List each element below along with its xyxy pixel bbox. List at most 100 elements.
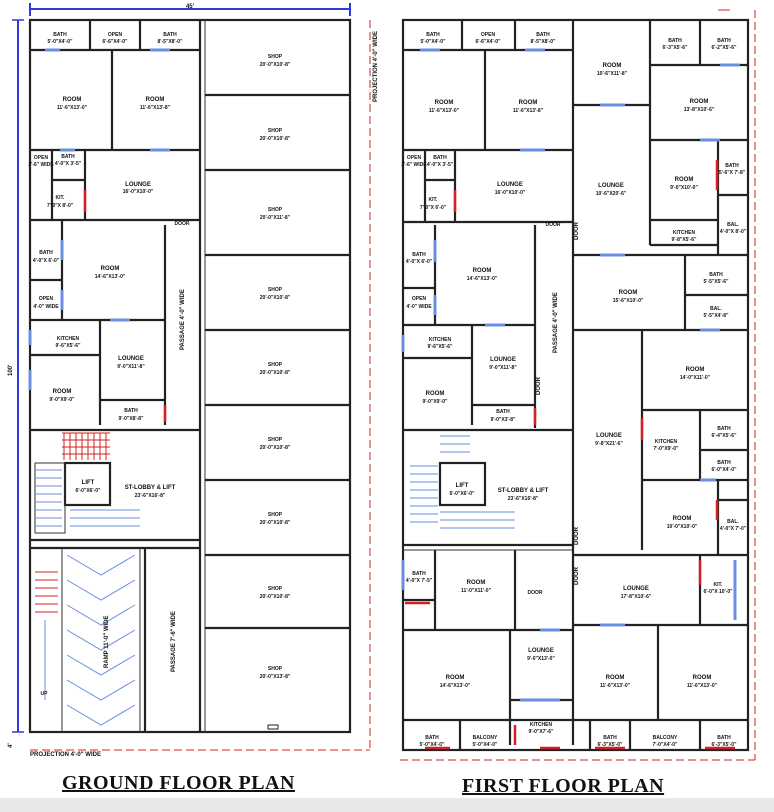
ff-lounge-6-name: LOUNGE: [528, 648, 554, 654]
ff-bath-6-name: BATH: [725, 163, 739, 169]
ff-lobby-name: ST-LOBBY & LIFT: [498, 488, 549, 494]
gf-room-2-name: ROOM: [146, 97, 165, 103]
ff-room-1-size: 11'-6"X13'-0": [429, 108, 460, 114]
ff-bath-1-size: 5'-0"X4'-0": [421, 39, 447, 45]
gf-shop-8-size: 20'-0"X10'-8": [260, 594, 291, 600]
ff-bath-15-size: 6'-3"X5'-0": [712, 742, 738, 748]
ff-bath-12-name: BATH: [412, 571, 426, 577]
ff-bal-2-size: 5'-5"X4'-8": [704, 313, 730, 319]
gf-shop-6-size: 20'-0"X10'-8": [260, 445, 291, 451]
gf-shop-4-size: 20'-0"X10'-8": [260, 295, 291, 301]
ff-balcony-2-size: 7'-0"X4'-0": [653, 742, 679, 748]
gf-ramp: RAMP 11'-0" WIDE: [104, 615, 110, 668]
gf-bath-2-size: 8'-5"X8'-0": [158, 39, 184, 45]
gf-open-1-name: OPEN: [108, 32, 123, 38]
ff-open-3-size: 4'-0" WIDE: [406, 304, 432, 310]
ff-room-2-size: 11'-6"X13'-8": [513, 108, 544, 114]
gf-room-3-name: ROOM: [101, 266, 120, 272]
gf-room-4-size: 9'-0"X9'-0": [50, 397, 76, 403]
gf-shop-3-name: SHOP: [268, 207, 283, 213]
ff-kitchen-3-name: KITCHEN: [655, 439, 678, 445]
front-offset-dimension: 4': [8, 743, 14, 748]
gf-open-3-name: OPEN: [39, 296, 54, 302]
gf-room-3-size: 14'-6"X13'-0": [95, 274, 126, 280]
ff-lounge-1-name: LOUNGE: [497, 182, 523, 188]
ff-lift-size: 6'-0"X6'-0": [450, 491, 476, 497]
first-outer-wall: [401, 18, 750, 752]
ff-room-1-name: ROOM: [435, 100, 454, 106]
ff-bath-1-name: BATH: [426, 32, 440, 38]
ff-bath-13-size: 5'-0"X4'-0": [420, 742, 446, 748]
gf-door-1: DOOR: [175, 221, 190, 227]
ff-room-4-name: ROOM: [690, 99, 709, 105]
ff-bath-7-name: BATH: [412, 252, 426, 258]
gf-room-2-size: 11'-6"X13'-8": [140, 105, 171, 111]
ff-bath-3-name: BATH: [668, 38, 682, 44]
ff-balcony-2-name: BALCONY: [653, 735, 678, 741]
gf-open-2-name: OPEN: [34, 155, 49, 161]
ff-bal-1-size: 4'-0"X 8'-0": [720, 229, 747, 235]
ff-bath-8-name: BATH: [709, 272, 723, 278]
gf-bath-2-name: BATH: [163, 32, 177, 38]
gf-kit-name: KIT.: [56, 195, 66, 201]
ff-door-4: DOOR: [574, 526, 580, 545]
ff-room-7-size: 15'-6"X10'-0": [613, 298, 644, 304]
ff-bath-5-name: BATH: [433, 155, 447, 161]
ff-open-1-name: OPEN: [481, 32, 496, 38]
ff-bath-5-size: 4'-0"X 3'-5": [427, 162, 454, 168]
ff-bath-6-size: 5'-6"X 7'-8": [719, 170, 746, 176]
ff-room-13-name: ROOM: [606, 675, 625, 681]
gf-shop-5-name: SHOP: [268, 362, 283, 368]
ff-bath-10-name: BATH: [717, 426, 731, 432]
ground-outer-wall: [28, 18, 352, 734]
gf-lift-name: LIFT: [82, 480, 95, 486]
gf-lounge-1-name: LOUNGE: [125, 182, 151, 188]
ff-room-3-size: 10'-6"X11'-8": [597, 71, 628, 77]
ground-floor-title: GROUND FLOOR PLAN: [62, 772, 295, 794]
ff-lounge-2-name: LOUNGE: [598, 183, 624, 189]
ff-lift-name: LIFT: [456, 483, 469, 489]
gf-shop-7-name: SHOP: [268, 512, 283, 518]
ff-bath-4-name: BATH: [717, 38, 731, 44]
gf-lounge-1-size: 16'-0"X10'-0": [123, 189, 154, 195]
ff-bath-11-size: 6'-0"X4'-0": [712, 467, 738, 473]
ff-door-2: DOOR: [574, 221, 580, 240]
ff-door-5: DOOR: [528, 590, 543, 596]
ff-open-1-size: 6'-6"X4'-0": [476, 39, 502, 45]
ff-bath-12-size: 4'-0"X 7'-5": [406, 578, 433, 584]
ff-bath-4-size: 6'-2"X5'-6": [712, 45, 738, 51]
ff-kit-size: 7'-0"X 6'-0": [420, 205, 447, 211]
gf-bath-4-size: 4'-0"X 6'-0": [33, 258, 60, 264]
ff-kit-2-name: KIT.: [714, 582, 724, 588]
ff-balcony-1-name: BALCONY: [473, 735, 498, 741]
gf-bath-1-size: 5'-0"X4'-0": [48, 39, 74, 45]
ff-bath-13-name: BATH: [425, 735, 439, 741]
ff-bath-8-size: 5'-5"X5'-6": [704, 279, 730, 285]
ff-room-14-size: 11'-6"X13'-0": [687, 683, 718, 689]
ff-lounge-5-name: LOUNGE: [623, 586, 649, 592]
gf-shop-2-size: 20'-0"X10'-8": [260, 136, 291, 142]
ff-lift: [438, 461, 487, 507]
ff-kitchen-4-size: 9'-0"X7'-6": [529, 729, 555, 735]
ff-bath-11-name: BATH: [717, 460, 731, 466]
ff-bal-1-name: BAL.: [727, 222, 739, 228]
gf-shop-1-size: 20'-0"X10'-8": [260, 62, 291, 68]
gf-kit-size: 7'-0"X 8'-0": [47, 203, 74, 209]
length-dimension: 100': [8, 364, 14, 376]
ff-lounge-1-size: 16'-0"X10'-0": [495, 190, 526, 196]
gf-lounge-2-size: 9'-0"X11'-8": [117, 364, 145, 370]
gf-shop-5-size: 20'-0"X10'-8": [260, 370, 291, 376]
ff-door-6: DOOR: [574, 566, 580, 585]
ff-room-4-size: 13'-8"X10'-6": [684, 107, 715, 113]
ff-kit-name: KIT.: [429, 197, 439, 203]
ff-bath-7-size: 4'-0"X 6'-0": [406, 259, 433, 265]
gf-bath-5-name: BATH: [124, 408, 138, 414]
gf-lobby-size: 23'-6"X16'-8": [135, 493, 166, 499]
gf-lounge-2-name: LOUNGE: [118, 356, 144, 362]
gf-shop-9-size: 20'-0"X13'-8": [260, 674, 291, 680]
ff-lounge-3-size: 9'-0"X11'-8": [489, 365, 517, 371]
ff-door-1: DOOR: [546, 222, 561, 228]
gf-shops: SHOP 20'-0"X10'-8" SHOP 20'-0"X10'-8" SH…: [260, 54, 291, 680]
gf-room-1-size: 11'-6"X13'-0": [57, 105, 88, 111]
